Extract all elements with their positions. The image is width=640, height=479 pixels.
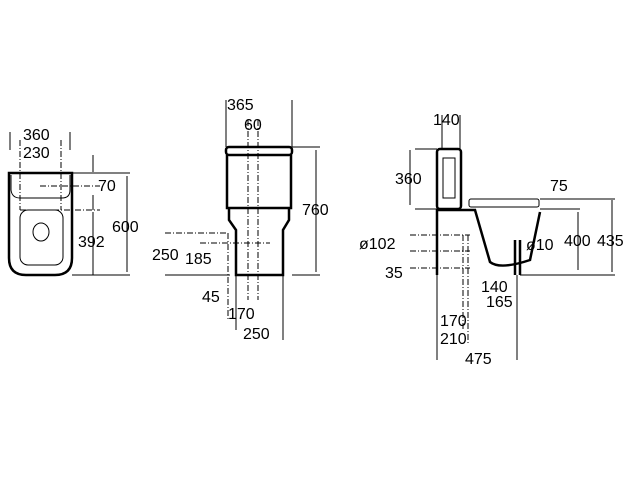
dim-170: 170: [228, 306, 255, 323]
dim-75: 75: [550, 178, 568, 195]
bowl-body: [227, 208, 291, 277]
dim-230: 230: [23, 145, 50, 162]
dim-250-inlet: 250: [152, 247, 179, 264]
bowl-hole: [32, 222, 50, 242]
dim-o102: ø102: [359, 236, 396, 253]
tank-lid: [224, 145, 294, 157]
dim-475: 475: [465, 351, 492, 368]
seat-outline: [19, 209, 64, 266]
tank-body: [225, 155, 293, 210]
dim-400: 400: [564, 233, 591, 250]
bowl-profile: [435, 208, 542, 275]
dim-392: 392: [78, 234, 105, 251]
dim-760: 760: [302, 202, 329, 219]
dim-140-tank: 140: [433, 112, 460, 129]
top-view: 360 230 70 392 600: [7, 127, 139, 277]
dim-35: 35: [385, 265, 403, 282]
dim-250-base: 250: [243, 326, 270, 343]
dim-600: 600: [112, 219, 139, 236]
tank-outline: [10, 175, 71, 199]
dim-45: 45: [202, 289, 220, 306]
dim-165: 165: [486, 294, 513, 311]
dim-170: 170: [440, 313, 467, 330]
flush-mechanism: [442, 157, 456, 199]
dim-60: 60: [244, 117, 262, 134]
top-view-outline: [7, 171, 74, 277]
dim-210: 210: [440, 331, 467, 348]
dim-360: 360: [23, 127, 50, 144]
dim-365: 365: [227, 97, 254, 114]
dim-185: 185: [185, 251, 212, 268]
dim-435: 435: [597, 233, 624, 250]
dim-70: 70: [98, 178, 116, 195]
profile-view: 140 360 75 400 435 ø102 ø10 35 140 165 1…: [359, 112, 624, 368]
side-view: 365 60 760 250 185 45 170 250: [152, 97, 329, 343]
dim-360-tank: 360: [395, 171, 422, 188]
seat: [468, 198, 540, 208]
dim-o10: ø10: [526, 237, 554, 254]
dim-140: 140: [481, 279, 508, 296]
